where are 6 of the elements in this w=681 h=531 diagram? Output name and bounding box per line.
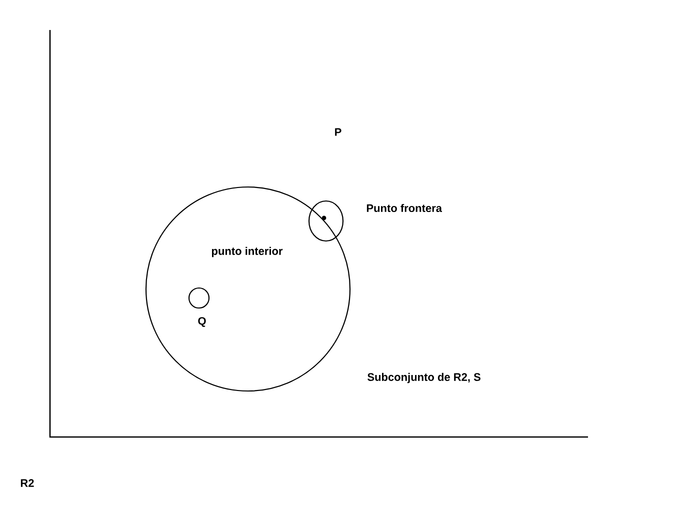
label: Q	[198, 317, 206, 327]
label: Punto frontera	[366, 204, 442, 212]
label: punto interior	[212, 246, 283, 258]
label: Subconjunto de R2, S	[368, 372, 480, 384]
label: P	[335, 128, 342, 136]
label: R2	[20, 479, 34, 487]
